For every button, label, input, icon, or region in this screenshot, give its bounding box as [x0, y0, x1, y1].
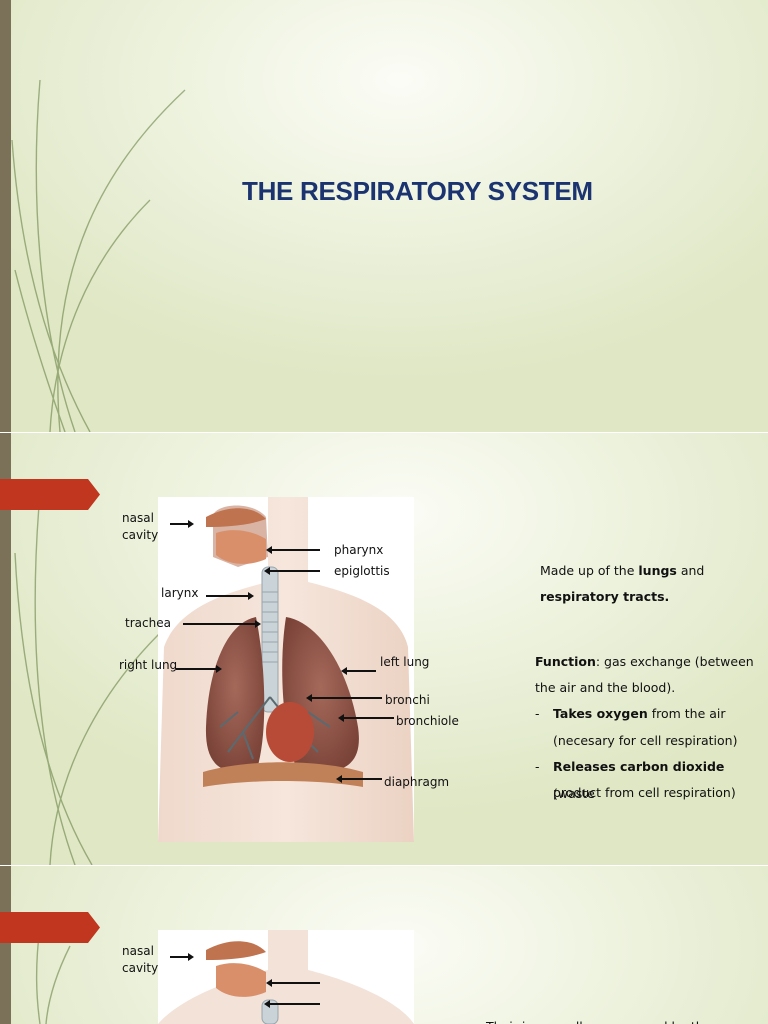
label-larynx: larynx — [161, 586, 199, 600]
respiratory-system-slide: nasal cavity pharynx epiglottis larynx t… — [0, 433, 768, 865]
label-epiglottis: epiglottis — [334, 564, 390, 578]
function-line1: Function: gas exchange (between — [535, 654, 754, 669]
arrow-diaphragm — [336, 775, 382, 783]
arrow-epiglottis — [264, 1000, 320, 1008]
label-bronchiole: bronchiole — [396, 714, 459, 728]
slide-title: THE RESPIRATORY SYSTEM — [242, 176, 593, 206]
label-nasal-cavity-line1: nasal — [122, 944, 154, 958]
arrow-pharynx — [266, 979, 320, 987]
arrow-bronchi — [306, 694, 382, 702]
arrow-nasal-cavity — [170, 953, 194, 961]
partial-text-line: Their inner walls are covered by the — [486, 1014, 711, 1024]
label-trachea: trachea — [125, 616, 171, 630]
arrow-left-lung — [341, 667, 376, 675]
label-nasal-cavity-line2: cavity — [122, 961, 159, 975]
bullet-oxygen-line1: Takes oxygen from the air — [553, 706, 726, 721]
arrow-nasal-cavity — [170, 520, 194, 528]
label-right-lung: right lung — [119, 658, 178, 672]
section-tab-marker — [0, 912, 100, 943]
arrow-larynx — [206, 592, 254, 600]
decorative-grass-curves — [11, 79, 186, 432]
arrow-trachea — [183, 620, 261, 628]
label-nasal-cavity-line1: nasal — [122, 511, 154, 525]
left-accent-bar — [0, 433, 11, 865]
bullet-dash-2: - — [535, 759, 540, 774]
left-accent-bar — [0, 0, 11, 432]
respiratory-tract-slide: nasal cavity Their inner walls are cover… — [0, 866, 768, 1024]
bullet-co2-line1: Releases carbon dioxide (waste — [553, 759, 725, 801]
arrow-right-lung — [176, 665, 222, 673]
arrow-bronchiole — [338, 714, 394, 722]
arrow-epiglottis — [264, 567, 320, 575]
intro-line2: respiratory tracts. — [540, 589, 670, 604]
slide-separator — [0, 865, 768, 866]
decorative-grass-curves — [14, 492, 161, 865]
bullet-oxygen-line2: (necesary for cell respiration) — [553, 733, 738, 748]
arrow-pharynx — [266, 546, 320, 554]
label-diaphragm: diaphragm — [384, 775, 450, 789]
label-pharynx: pharynx — [334, 543, 384, 557]
title-slide: THE RESPIRATORY SYSTEM — [0, 0, 768, 432]
respiratory-diagram — [158, 930, 414, 1024]
intro-line1: Made up of the lungs and — [540, 563, 705, 578]
label-nasal-cavity-line2: cavity — [122, 528, 159, 542]
section-tab-marker — [0, 479, 100, 510]
label-left-lung: left lung — [380, 655, 430, 669]
function-line2: the air and the blood). — [535, 680, 676, 695]
bullet-dash-1: - — [535, 706, 540, 721]
left-accent-bar — [0, 866, 11, 1024]
label-bronchi: bronchi — [385, 693, 430, 707]
anatomy-illustration — [158, 497, 414, 842]
slide-separator — [0, 432, 768, 433]
bullet-co2-line2: product from cell respiration) — [553, 785, 736, 800]
anatomy-illustration — [158, 930, 414, 1024]
